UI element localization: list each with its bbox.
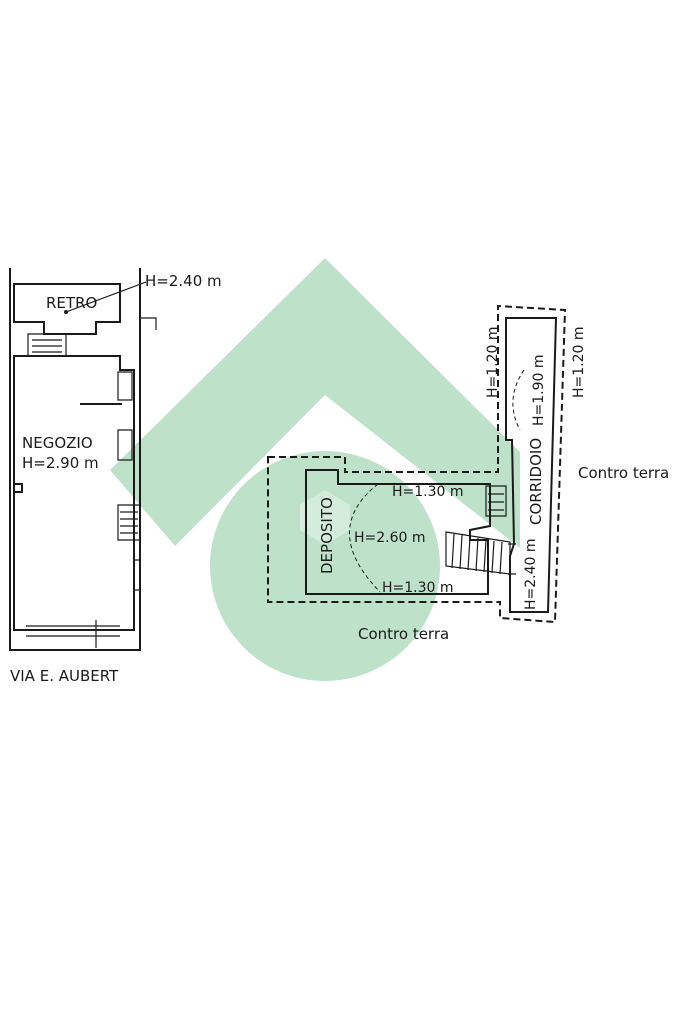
retro-label: RETRO: [46, 294, 97, 312]
contro-terra-right-label: Contro terra: [578, 464, 669, 482]
corridor-stair: [485, 485, 507, 517]
retro-height-label: H=2.40 m: [145, 272, 222, 290]
left-top-stub: [140, 317, 157, 330]
corridor-step-marks: [508, 543, 516, 575]
negozio-label: NEGOZIO: [22, 434, 93, 452]
contro-terra-boundary: [267, 304, 567, 624]
retro-room-outline: [13, 283, 121, 335]
deposito-bottom-label: H=1.30 m: [382, 580, 454, 596]
contro-terra-bottom-label: Contro terra: [358, 625, 449, 643]
negozio-height-label: H=2.90 m: [22, 454, 99, 472]
watermark-circle-icon: [210, 451, 440, 681]
watermark-logo: [110, 258, 520, 681]
deposito-middle-label: H=2.60 m: [354, 530, 426, 546]
corridor-arc: [512, 369, 525, 431]
corridoio-label: CORRIDOIO: [527, 438, 545, 525]
right-plan: H=1.20 m H=1.20 m H=1.90 m CORRIDOIO H=2…: [267, 304, 669, 643]
deposito-arc: [349, 483, 381, 593]
corridor-height-top-label: H=1.90 m: [531, 354, 547, 426]
left-inner-wall: [9, 318, 141, 648]
negozio-wall-niches: [117, 371, 141, 591]
deposito-label: DEPOSITO: [318, 497, 336, 574]
retro-leader-dot: [64, 310, 68, 314]
retro-stair: [27, 333, 67, 357]
watermark-roof-icon: [110, 258, 520, 548]
negozio-stair: [117, 504, 141, 541]
left-plan: RETRO H=2.40 m NEGOZIO H=2.90 m VIA E. A…: [9, 268, 222, 685]
deposito-stair: [445, 531, 511, 575]
corridor-width-left-label: H=1.20 m: [485, 326, 501, 398]
corridor-width-right-label: H=1.20 m: [571, 326, 587, 398]
corridor-height-bottom-label: H=2.40 m: [523, 538, 539, 610]
left-pillar: [13, 483, 23, 493]
street-label: VIA E. AUBERT: [10, 667, 119, 685]
watermark-emblem-icon: [300, 490, 350, 545]
negozio-window: [26, 620, 120, 648]
deposito-top-label: H=1.30 m: [392, 484, 464, 500]
deposito-wall: [305, 469, 491, 595]
retro-leader-line: [65, 281, 147, 313]
negozio-room-outline: [13, 355, 135, 631]
